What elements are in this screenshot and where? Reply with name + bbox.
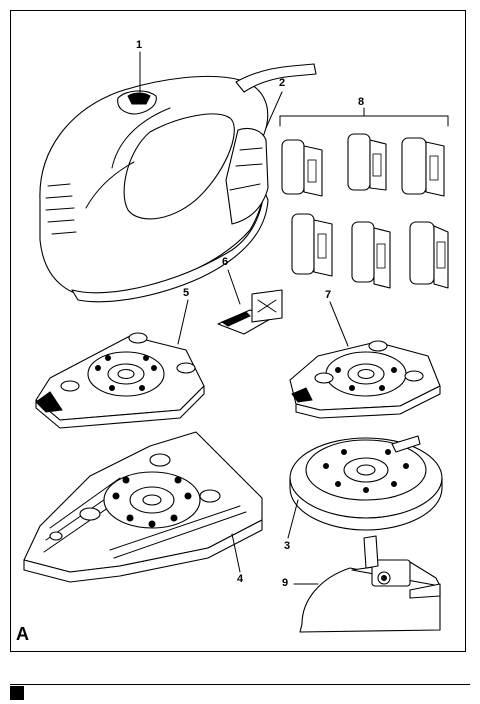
base-plate-illustration <box>24 432 262 582</box>
callout-2: 2 <box>279 78 285 89</box>
finger-attachment-illustration <box>218 290 282 334</box>
sander-body-illustration <box>40 64 316 302</box>
callout-5: 5 <box>183 288 189 299</box>
callout-3: 3 <box>284 541 290 552</box>
footer-rule <box>10 684 470 685</box>
callout-7: 7 <box>325 290 331 301</box>
figure-letter: A <box>16 624 29 645</box>
black-square-icon <box>10 686 24 700</box>
detail-attachment-illustration <box>300 536 440 632</box>
callout-6: 6 <box>222 257 228 268</box>
delta-plate-illustration <box>36 333 204 428</box>
round-pad-illustration <box>290 436 442 530</box>
callout-8: 8 <box>358 97 364 108</box>
callout-1: 1 <box>136 40 142 51</box>
alternate-plate-illustration <box>290 341 440 418</box>
clip-accessories-illustration <box>280 108 448 288</box>
callout-9: 9 <box>282 578 288 589</box>
callout-4: 4 <box>237 574 243 585</box>
